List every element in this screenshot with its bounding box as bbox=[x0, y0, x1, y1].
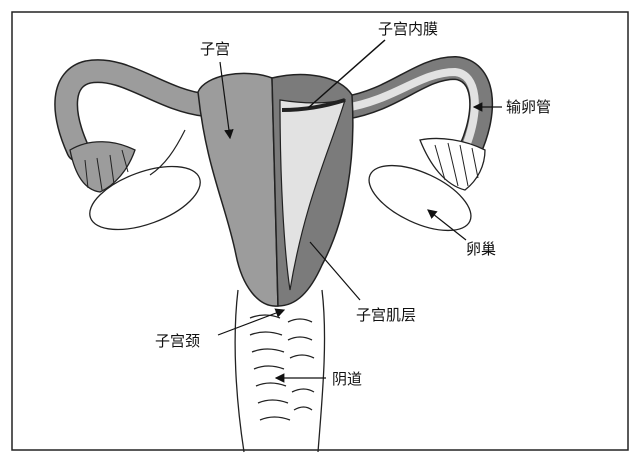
left-fallopian-tube bbox=[54, 59, 217, 193]
diagram-frame bbox=[11, 11, 629, 451]
endometrium-shape bbox=[279, 99, 346, 291]
label-vagina: 阴道 bbox=[332, 370, 362, 388]
label-fallopian-tube: 输卵管 bbox=[506, 98, 551, 116]
label-uterus: 子宫 bbox=[200, 40, 230, 58]
endometrium-lining bbox=[281, 98, 346, 112]
vagina-shape bbox=[234, 289, 326, 453]
label-cervix: 子宫颈 bbox=[155, 332, 200, 350]
label-myometrium: 子宫肌层 bbox=[356, 306, 416, 324]
pointer-myometrium bbox=[309, 241, 361, 301]
left-ovarian-ligament bbox=[149, 129, 186, 176]
label-ovary: 卵巢 bbox=[466, 240, 496, 258]
pointer-endometrium bbox=[307, 39, 386, 109]
uterus-left-half bbox=[197, 72, 279, 307]
right-ovary bbox=[368, 164, 472, 232]
pointer-cervix bbox=[217, 308, 286, 336]
label-endometrium: 子宫内膜 bbox=[378, 20, 438, 38]
pointer-ovary bbox=[427, 209, 467, 241]
pointer-uterus bbox=[219, 61, 234, 140]
left-ovary bbox=[89, 165, 201, 231]
